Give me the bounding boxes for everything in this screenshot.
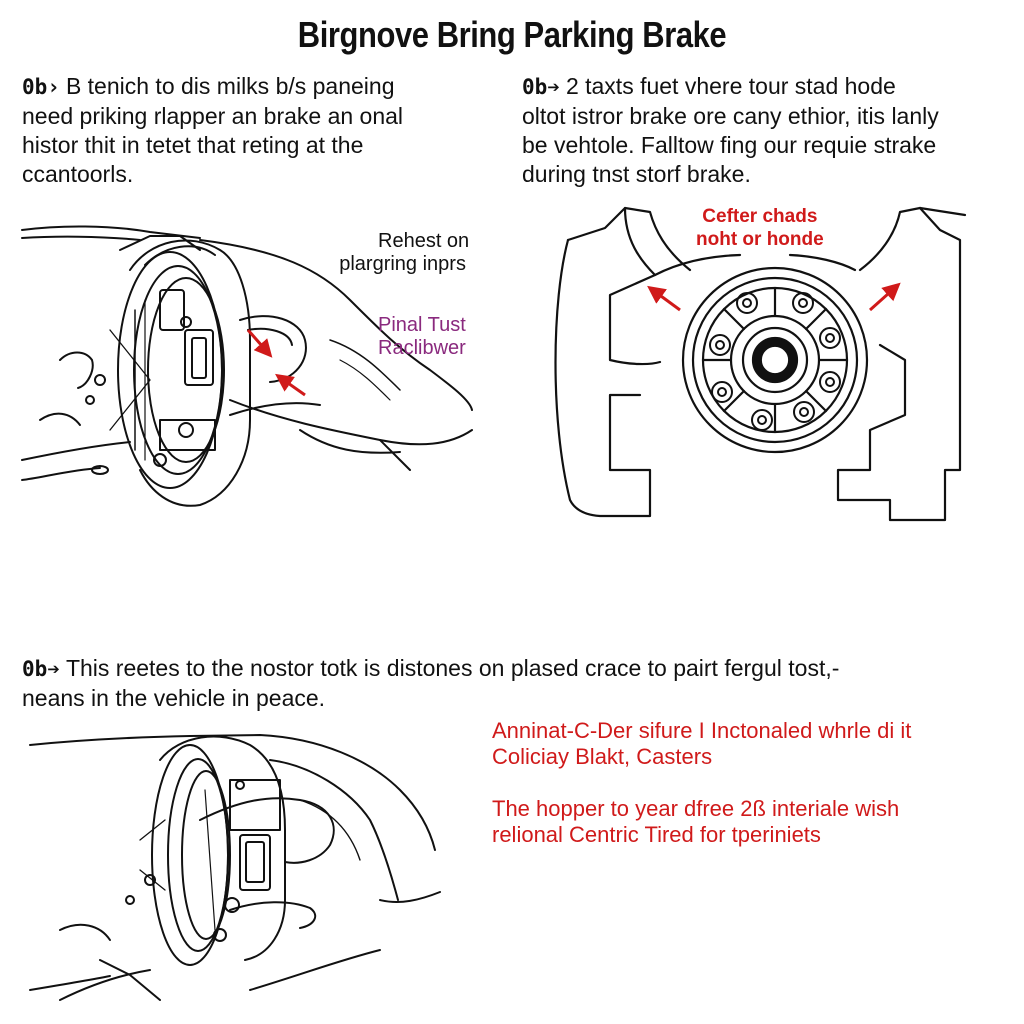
figure-2-label-line-2: noht or honde <box>696 229 824 250</box>
note-2-line-1: The hopper to year dfree 2ß interiale wi… <box>492 796 900 821</box>
figure-1-label-a: Rehest on plargring inprs <box>339 230 470 276</box>
note-1-line-2: Coliciay Blakt, Casters <box>492 744 713 769</box>
figure-1-label-b: Pinal Tust Raclibwer <box>378 314 466 360</box>
figure-1-arrow-a <box>246 329 273 358</box>
figure-1-arrow-b <box>275 373 306 397</box>
step-2-line-2: oltot istror brake ore cany ethior, itis… <box>522 103 939 129</box>
figure-2-wheel-hub <box>554 206 967 522</box>
step-1-line-2: need priking rlapper an brake an onal <box>22 103 404 129</box>
step-1-number: 0b› <box>22 75 60 99</box>
step-3-line-2: neans in the vehicle in peace. <box>22 685 326 711</box>
figure-2-arrow-left <box>647 285 681 312</box>
step-1-line-4: ccantoorls. <box>22 161 134 187</box>
figure-1-label-b-line-2: Raclibwer <box>378 337 466 359</box>
note-2: The hopper to year dfree 2ß interiale wi… <box>492 796 899 848</box>
figure-3-caliper <box>29 734 441 1001</box>
step-2-text: 0b➔2 taxts fuet vhere tour stad hode olt… <box>522 72 939 189</box>
page-title: Birgnove Bring Parking Brake <box>297 14 727 55</box>
figure-1-label-a-line-2: plargring inprs <box>339 253 466 275</box>
step-1-text: 0b›B tenich to dis milks b/s paneing nee… <box>22 72 403 189</box>
step-1-line-1: B tenich to dis milks b/s paneing <box>65 73 395 99</box>
step-3-text: 0b➔This reetes to the nostor totk is dis… <box>22 654 839 713</box>
step-3-line-1: This reetes to the nostor totk is diston… <box>65 655 840 681</box>
figure-2-label: Cefter chads noht or honde <box>696 205 824 251</box>
step-1-line-3: histor thit in tetet that reting at the <box>22 132 364 158</box>
figure-2-arrow-right <box>869 282 901 312</box>
step-2-line-1: 2 taxts fuet vhere tour stad hode <box>565 73 896 99</box>
step-2-line-3: be vehtole. Falltow fing our requie stra… <box>522 132 937 158</box>
figure-1-label-b-line-1: Pinal Tust <box>378 314 466 336</box>
note-2-line-2: relional Centric Tired for tperiniets <box>492 822 821 847</box>
step-2-line-4: during tnst storf brake. <box>522 161 751 187</box>
figure-1-brake-assembly <box>21 225 473 507</box>
note-1: Anninat-C-Der sifure I Inctonaled whrle … <box>492 718 911 770</box>
step-3-number: 0b➔ <box>22 657 60 681</box>
figure-1-label-a-line-1: Rehest on <box>378 230 470 252</box>
step-2-number: 0b➔ <box>522 75 560 99</box>
figure-2-label-line-1: Cefter chads <box>702 206 818 227</box>
note-1-line-1: Anninat-C-Der sifure I Inctonaled whrle … <box>492 718 912 743</box>
